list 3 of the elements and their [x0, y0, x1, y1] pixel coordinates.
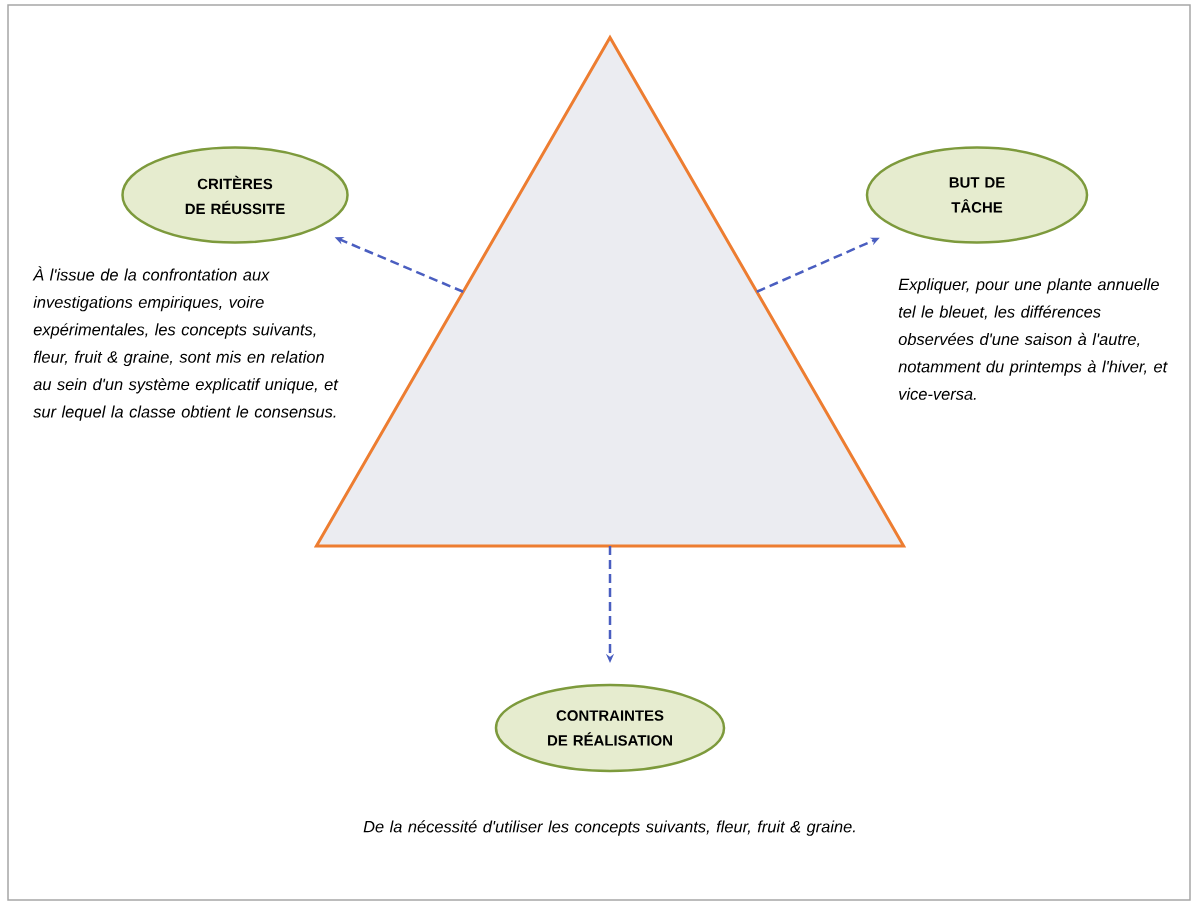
- description-text: À l'issue de la confrontation aux investigations empiriques, voire expérimentales, les concepts suivants, fleur, fruit & graine, sont mis en relation au sein d'un système explicatif unique, et sur lequel la classe obtient le consensus.: [32, 266, 339, 421]
- description-text: Expliquer, pour une plante annuelle tel le bleuet, les différences observées d'une saison à l'autre, notamment du printemps à l'hiver, et vice-versa.: [898, 278, 1168, 400]
- description-text: De la nécessité d'utiliser les concepts suivants, fleur, fruit & graine.: [363, 820, 855, 836]
